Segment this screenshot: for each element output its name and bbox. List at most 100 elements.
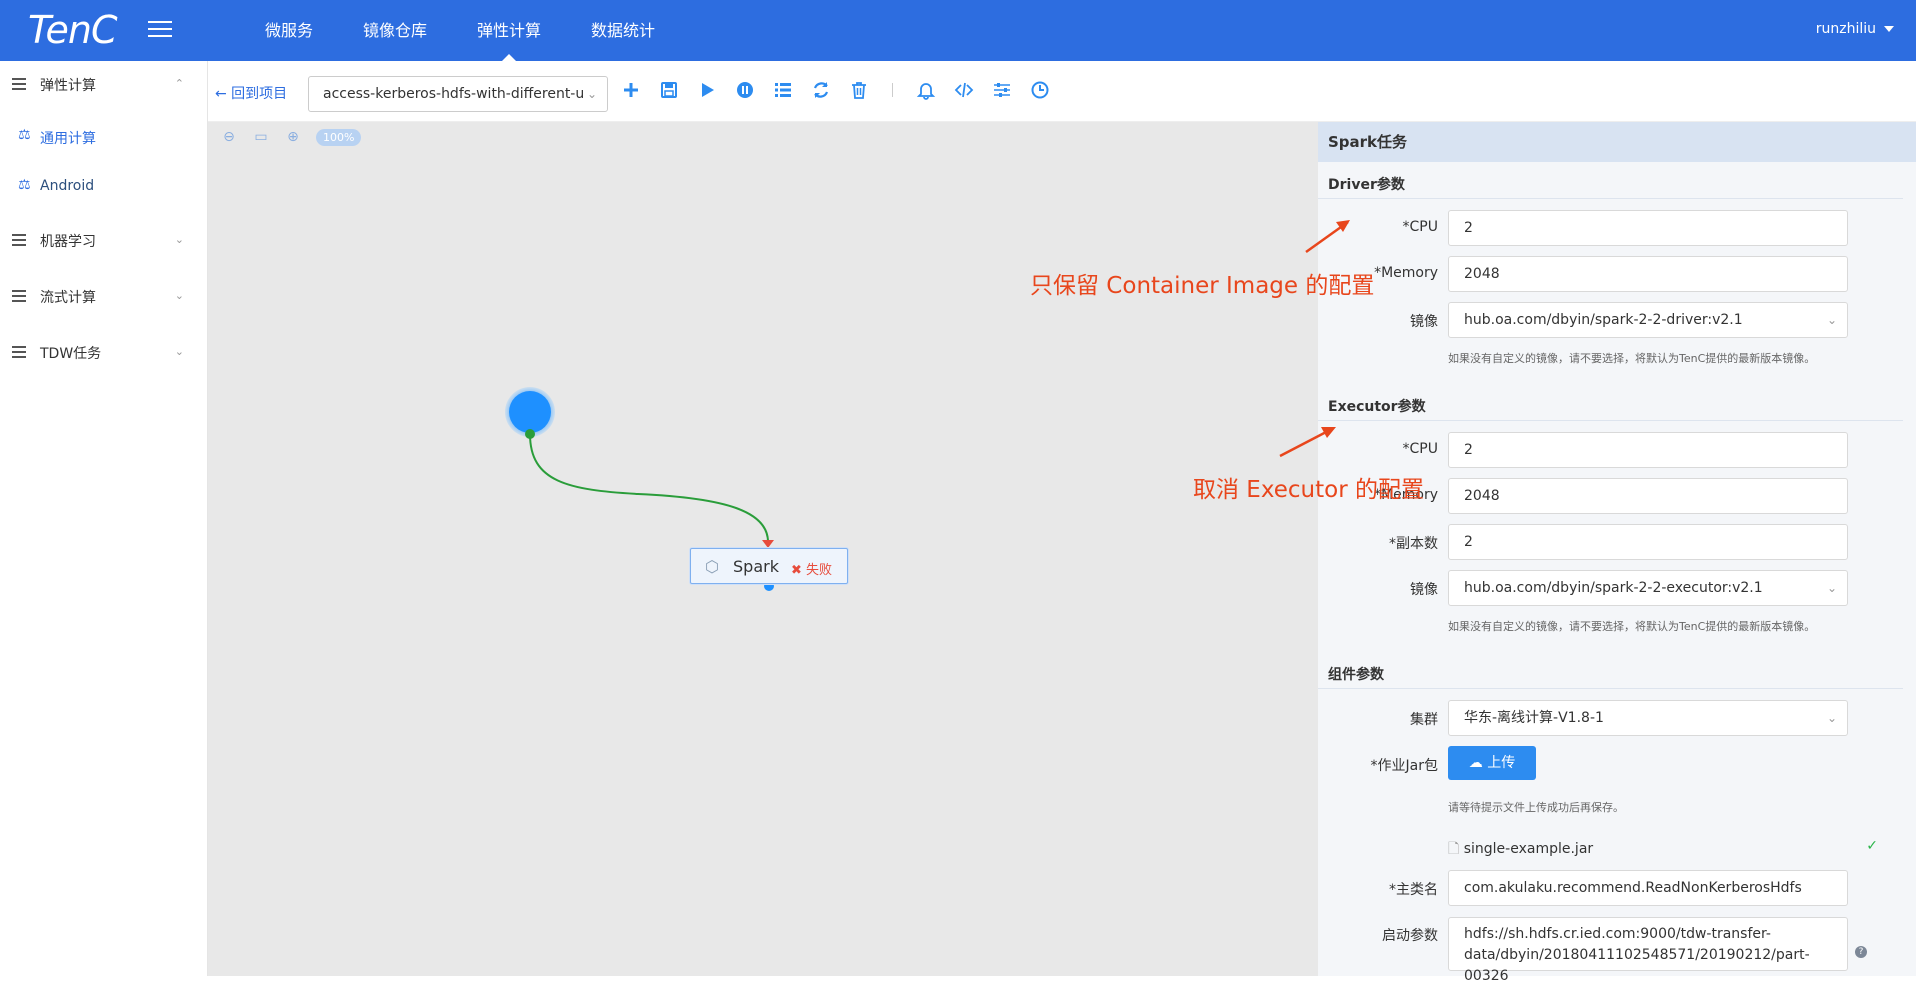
chevron-down-icon: ⌄: [174, 345, 184, 358]
chevron-down-icon: ⌄: [174, 289, 184, 302]
zoom-in-icon[interactable]: ⊕: [287, 129, 299, 145]
delete-icon[interactable]: [848, 79, 870, 101]
driver-memory-label: *Memory: [1374, 265, 1438, 281]
chevron-down-icon: ⌄: [586, 87, 597, 101]
chevron-down-icon: ⌄: [1826, 711, 1837, 725]
spark-node-status: ✖ 失败: [791, 563, 833, 578]
project-select-value: access-kerberos-hdfs-with-different-u: [323, 86, 585, 102]
menu-lines-icon: [12, 78, 26, 90]
executor-memory-input[interactable]: 2048: [1448, 478, 1848, 514]
component-section-title: 组件参数: [1328, 667, 1384, 683]
flow-graph: [505, 387, 774, 591]
spark-node-label: Spark: [733, 557, 779, 576]
clock-icon[interactable]: [1029, 79, 1051, 101]
back-to-project-link[interactable]: ← 回到项目: [215, 86, 288, 102]
chevron-down-icon: ⌄: [1826, 581, 1837, 595]
edge-arrowhead: [762, 540, 774, 548]
main-class-label: *主类名: [1389, 882, 1438, 898]
user-menu[interactable]: runzhiliu: [1816, 21, 1894, 37]
sidebar-item-android[interactable]: ⚖ Android: [0, 171, 208, 201]
sidebar-group-stream-compute[interactable]: 流式计算 ⌄: [0, 281, 208, 311]
top-header: TenC 微服务 镜像仓库 弹性计算 数据统计 runzhiliu: [0, 0, 1916, 61]
sidebar-item-label: Android: [40, 178, 95, 194]
flow-canvas[interactable]: ⊖ ▭ ⊕ 100% ⬡ Spark ✖ 失败: [208, 122, 1318, 976]
hamburger-menu-icon[interactable]: [148, 21, 172, 39]
logo[interactable]: TenC: [28, 8, 118, 52]
toolbar-icons: [620, 79, 1067, 101]
driver-memory-input[interactable]: 2048: [1448, 256, 1848, 292]
sidebar-group-tdw-task[interactable]: TDW任务 ⌄: [0, 337, 208, 367]
refresh-icon[interactable]: [810, 79, 832, 101]
start-port: [525, 429, 535, 439]
hexagon-icon: ⬡: [705, 557, 719, 576]
executor-memory-label: *Memory: [1374, 487, 1438, 503]
args-line: data/dbyin/20180411102548571/20190212/pa…: [1464, 947, 1810, 984]
flow-edge: [529, 433, 769, 543]
menu-lines-icon: [12, 346, 26, 358]
executor-image-select[interactable]: hub.oa.com/dbyin/spark-2-2-executor:v2.1…: [1448, 570, 1848, 606]
sidebar-group-elastic-compute[interactable]: 弹性计算 ⌃: [0, 69, 208, 99]
fit-window-icon[interactable]: ▭: [254, 129, 268, 145]
executor-section-title: Executor参数: [1328, 399, 1426, 415]
spark-task-panel: Spark任务 Driver参数 *CPU 2 *Memory 2048 镜像 …: [1318, 122, 1916, 984]
sidebar: 弹性计算 ⌃ ⚖ 通用计算 ⚖ Android 机器学习 ⌄ 流式计算 ⌄ TD…: [0, 61, 208, 976]
panel-title: Spark任务: [1318, 122, 1916, 162]
toolbar-divider: [892, 83, 893, 97]
chevron-up-icon: ⌃: [174, 77, 184, 90]
executor-cpu-input[interactable]: 2: [1448, 432, 1848, 468]
settings-icon[interactable]: [991, 79, 1013, 101]
args-textarea[interactable]: hdfs://sh.hdfs.cr.ied.com:9000/tdw-trans…: [1448, 917, 1848, 984]
spark-node[interactable]: ⬡ Spark ✖ 失败: [690, 548, 848, 584]
uploaded-file[interactable]: 🗋 single-example.jar ✓: [1448, 838, 1878, 862]
nav-image-registry[interactable]: 镜像仓库: [363, 21, 428, 40]
add-icon[interactable]: [620, 79, 642, 101]
zoom-out-icon[interactable]: ⊖: [223, 129, 235, 145]
save-icon[interactable]: [658, 79, 680, 101]
driver-image-select[interactable]: hub.oa.com/dbyin/spark-2-2-driver:v2.1 ⌄: [1448, 302, 1848, 338]
jar-label: *作业Jar包: [1370, 758, 1438, 774]
start-node-core: [509, 391, 551, 433]
chevron-down-icon: ⌄: [174, 233, 184, 246]
section-divider: [1318, 688, 1903, 689]
stop-icon[interactable]: [734, 79, 756, 101]
annotation-note-2: 取消 Executor 的配置: [1193, 477, 1424, 503]
cluster-select[interactable]: 华东-离线计算-V1.8-1 ⌄: [1448, 700, 1848, 736]
code-icon[interactable]: [953, 79, 975, 101]
executor-replicas-label: *副本数: [1389, 536, 1438, 552]
scale-icon: ⚖: [18, 127, 31, 143]
section-divider: [1318, 420, 1903, 421]
list-icon[interactable]: [772, 79, 794, 101]
nav-elastic-compute[interactable]: 弹性计算: [452, 0, 566, 61]
upload-button[interactable]: ☁ 上传: [1448, 746, 1536, 780]
cluster-value: 华东-离线计算-V1.8-1: [1464, 710, 1604, 726]
sidebar-group-machine-learning[interactable]: 机器学习 ⌄: [0, 225, 208, 255]
sidebar-item-label: 通用计算: [40, 131, 96, 147]
menu-lines-icon: [12, 234, 26, 246]
chevron-down-icon: ⌄: [1826, 313, 1837, 327]
driver-cpu-input[interactable]: 2: [1448, 210, 1848, 246]
run-icon[interactable]: [696, 79, 718, 101]
project-select[interactable]: access-kerberos-hdfs-with-different-u ⌄: [308, 76, 608, 112]
sidebar-item-general-compute[interactable]: ⚖ 通用计算: [0, 121, 208, 151]
user-name: runzhiliu: [1815, 21, 1876, 37]
driver-image-hint: 如果没有自定义的镜像，请不要选择，将默认为TenC提供的最新版本镜像。: [1448, 352, 1816, 365]
caret-down-icon: [1884, 26, 1894, 32]
zoom-level-badge: 100%: [316, 128, 362, 146]
executor-replicas-input[interactable]: 2: [1448, 524, 1848, 560]
main-class-input[interactable]: com.akulaku.recommend.ReadNonKerberosHdf…: [1448, 870, 1848, 906]
help-icon[interactable]: ?: [1855, 946, 1867, 958]
cloud-upload-icon: ☁: [1468, 755, 1483, 771]
args-label: 启动参数: [1382, 928, 1438, 944]
nav-microservice[interactable]: 微服务: [265, 21, 314, 40]
sidebar-group-label: 弹性计算: [40, 78, 96, 94]
bell-icon[interactable]: [915, 79, 937, 101]
check-circle-icon: ✓: [1866, 838, 1878, 854]
driver-cpu-label: *CPU: [1402, 219, 1438, 235]
toolbar: ← 回到项目 access-kerberos-hdfs-with-differe…: [208, 61, 1916, 122]
annotation-note-1: 只保留 Container Image 的配置: [1030, 273, 1375, 299]
menu-lines-icon: [12, 290, 26, 302]
driver-section-title: Driver参数: [1328, 177, 1405, 193]
section-divider: [1318, 198, 1903, 199]
nav-statistics[interactable]: 数据统计: [591, 21, 656, 40]
upload-button-label: 上传: [1487, 755, 1516, 771]
